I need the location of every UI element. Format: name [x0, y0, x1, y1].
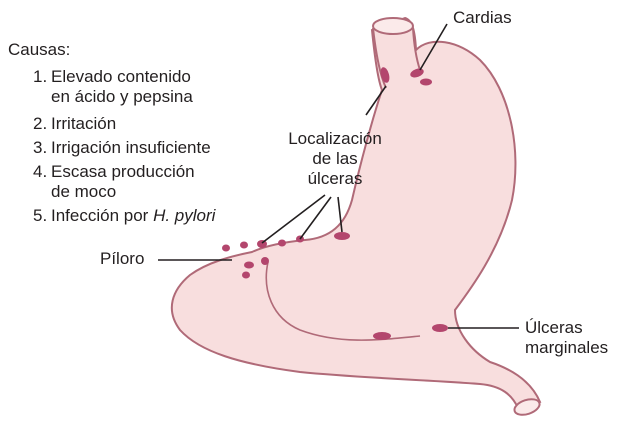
localizacion-line-1: Localización [278, 129, 392, 149]
cause-number: 2. [33, 114, 51, 134]
cause-item: 2.Irritación [33, 114, 116, 134]
ulcer-spot [432, 324, 448, 332]
cause-text-italic: H. pylori [153, 206, 215, 225]
ulceras-marginales-label: Úlceras marginales [525, 318, 608, 358]
cause-text: en ácido y pepsina [51, 87, 193, 106]
cause-text: Escasa producción [51, 162, 195, 181]
ulcer-spot [240, 242, 248, 249]
cause-item: 4.Escasa producción de moco [33, 162, 195, 202]
cardias-label: Cardias [453, 8, 512, 28]
ulcer-spot [420, 79, 432, 86]
esophagus-opening [373, 18, 413, 34]
ulcer-spot [242, 272, 250, 279]
cause-text: Irrigación insuficiente [51, 138, 211, 157]
cause-text: de moco [51, 182, 116, 201]
ulcer-spot [334, 232, 350, 240]
ulcer-spot [278, 240, 286, 247]
localizacion-leader-line [300, 197, 331, 239]
piloro-label: Píloro [100, 249, 144, 269]
cause-number: 3. [33, 138, 51, 158]
stomach-body [172, 18, 540, 408]
ulceras-marginales-line-2: marginales [525, 338, 608, 358]
cause-text: Irritación [51, 114, 116, 133]
cause-text: Elevado contenido [51, 67, 191, 86]
localizacion-line-3: úlceras [278, 169, 392, 189]
ulcer-spot [244, 262, 254, 269]
cause-number: 4. [33, 162, 51, 182]
cause-number: 5. [33, 206, 51, 226]
causes-title: Causas: [8, 39, 70, 61]
causes-list: Causas: [8, 39, 70, 61]
localizacion-label: Localización de las úlceras [278, 129, 392, 189]
ulcer-spot [222, 245, 230, 252]
localizacion-line-2: de las [278, 149, 392, 169]
ulcer-spot [261, 257, 269, 265]
cause-text: Infección por [51, 206, 153, 225]
ulceras-marginales-line-1: Úlceras [525, 318, 608, 338]
cause-number: 1. [33, 67, 51, 87]
cause-item: 3.Irrigación insuficiente [33, 138, 211, 158]
cause-item: 5.Infección por H. pylori [33, 206, 215, 226]
cause-item: 1.Elevado contenido en ácido y pepsina [33, 67, 193, 107]
ulcer-spot [373, 332, 391, 340]
